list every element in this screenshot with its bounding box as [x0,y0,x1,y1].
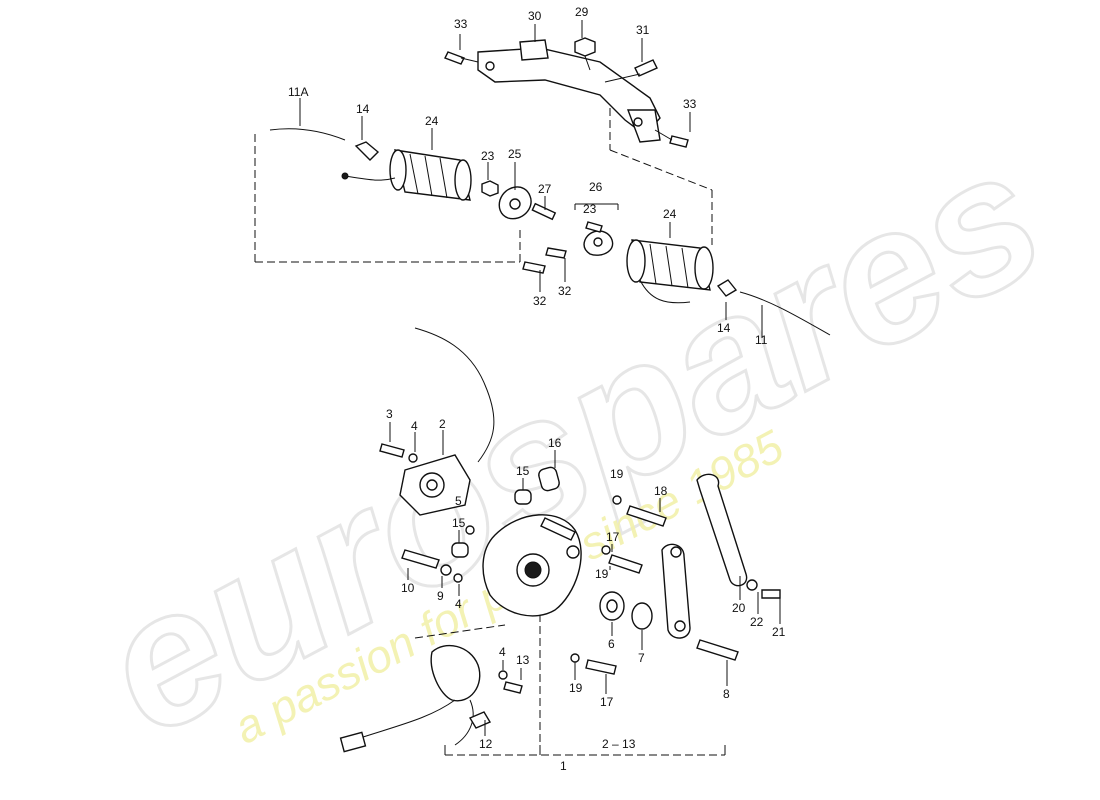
watermark: eurospares a passion for parts since 198… [68,107,1075,778]
clip-14-left [354,141,380,161]
leader-lines [254,108,726,756]
screw-3 [379,443,405,458]
washer-19-mid [601,545,611,555]
bolt-17-mid [608,554,643,574]
callout-9: 9 [437,589,444,603]
callout-14-right: 14 [717,321,731,335]
bushing-15-low [451,542,469,558]
bolt-10 [401,549,440,569]
callout-11a: 11A [288,85,308,99]
screw-13 [503,681,523,694]
callout-23-sub: 23 [583,202,597,216]
bolt-18 [626,505,667,527]
washer-5 [465,525,475,535]
lever-arm [661,543,691,639]
callout-33-top: 33 [454,17,468,31]
callout-17-low: 17 [600,695,614,709]
bushing-22 [746,579,758,591]
motor-right-assembly [626,239,831,336]
mounting-bracket-assembly [444,37,689,148]
bushing-15-top [514,489,532,505]
callout-11: 11 [755,333,768,347]
callout-24-top: 24 [425,114,439,128]
callout-16: 16 [548,436,562,450]
motor-left-assembly [269,128,472,201]
clip-14-right [716,279,738,297]
callout-2: 2 [439,417,446,431]
washer-4-low [453,573,463,583]
callout-30: 30 [528,9,542,23]
callout-stems [299,20,781,736]
switch-12 [430,644,481,702]
callout-10: 10 [401,581,415,595]
callout-33-right: 33 [683,97,697,111]
screw-21 [761,589,781,599]
screw-23-small [585,221,603,233]
callout-4-bottom: 4 [499,645,506,659]
callout-labels: 33 30 29 31 33 11A 14 24 23 25 27 26 23 … [288,5,786,773]
callout-19-low: 19 [569,681,583,695]
screw-31 [634,59,658,77]
callout-4-low: 4 [455,597,462,611]
callout-20: 20 [732,601,746,615]
callout-12: 12 [479,737,493,751]
callout-32-left: 32 [533,294,547,308]
nut-29 [574,37,596,57]
callout-1: 1 [560,759,567,773]
washer-4-bottom [498,670,508,680]
callout-27: 27 [538,182,552,196]
callout-7: 7 [638,651,645,665]
nut-23-top [481,180,499,197]
callout-25: 25 [508,147,522,161]
callout-19-mid: 19 [595,567,609,581]
housing-assembly [379,443,471,516]
callout-6: 6 [608,637,615,651]
callout-23-top: 23 [481,149,495,163]
bolt-8 [696,639,739,661]
callout-19-top: 19 [610,467,624,481]
bolt-33-right [669,135,689,148]
cable-11a [269,128,346,141]
screw-32-b [545,247,567,259]
cable-11 [739,291,831,336]
callout-13: 13 [516,653,530,667]
nut-9 [440,564,452,576]
callout-32-right: 32 [558,284,572,298]
callout-15-low: 15 [452,516,466,530]
callout-22: 22 [750,615,764,629]
callout-18: 18 [654,484,668,498]
callout-29: 29 [575,5,589,19]
callout-4-top: 4 [411,419,418,433]
callout-14-top: 14 [356,102,370,116]
bolt-33-top [444,51,465,65]
callout-31: 31 [636,23,650,37]
gear-parts [481,180,619,274]
callout-15-top: 15 [516,464,530,478]
callout-3: 3 [386,407,393,421]
washer-7 [631,602,653,630]
bolt-17-low [585,659,617,675]
washer-19-low [570,653,580,663]
link-arm-20 [696,473,748,587]
callout-26: 26 [589,180,603,194]
washer-19-top [612,495,622,505]
pin-27 [531,202,557,221]
cable-to-housing [414,327,495,463]
bushing-16 [538,466,560,492]
screw-32-a [522,261,546,274]
callout-21: 21 [772,625,786,639]
washer-4-top [408,453,418,463]
lower-mechanism [401,466,781,694]
callout-5: 5 [455,494,462,508]
callout-17-mid: 17 [606,530,620,544]
switch-harness-assembly [339,644,492,753]
watermark-brand: eurospares [70,108,1074,776]
callout-8: 8 [723,687,730,701]
callout-2-13: 2 – 13 [602,737,636,751]
callout-24-right: 24 [663,207,677,221]
